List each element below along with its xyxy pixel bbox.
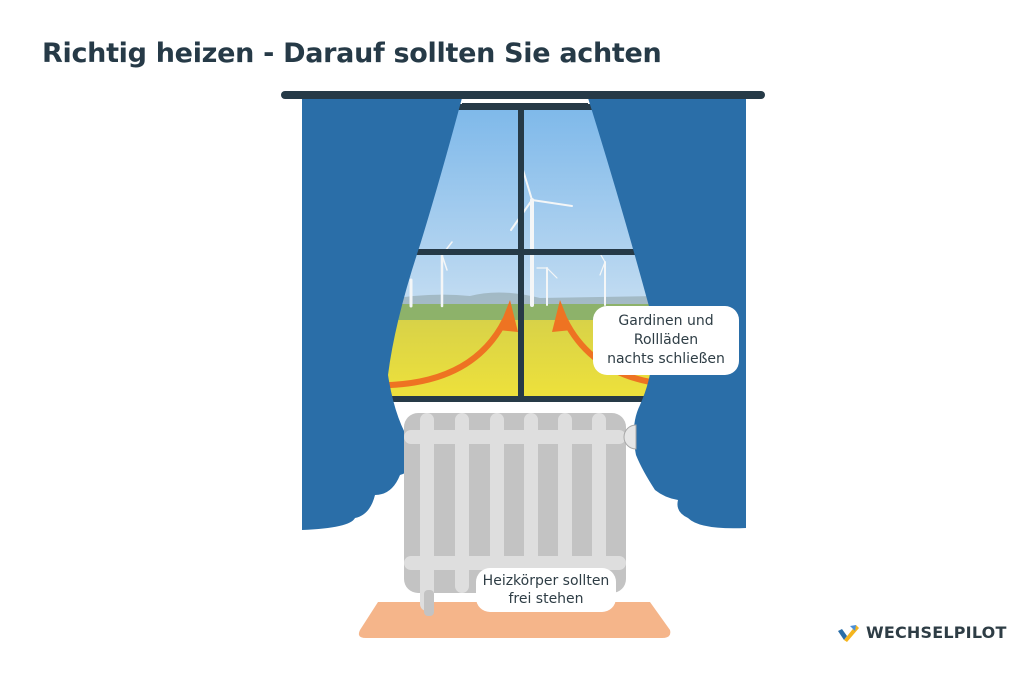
callout-line: Gardinen und (618, 313, 714, 329)
logo-text: WECHSELPILOT (866, 622, 1007, 642)
callout-line: frei stehen (508, 591, 584, 607)
thermostat-knob (623, 424, 637, 450)
callout-line: Heizkörper sollten (482, 573, 610, 589)
checkmark-logo-icon (838, 625, 859, 642)
curtain-rod (281, 91, 765, 99)
page-title: Richtig heizen - Darauf sollten Sie acht… (42, 38, 662, 69)
callout-radiator-free: Heizkörper sollten frei stehen (476, 568, 616, 612)
left-curtain (302, 98, 462, 530)
wechselpilot-logo: WECHSELPILOT (836, 622, 1007, 642)
window-frame (380, 103, 664, 402)
callout-line: nachts schließen (607, 351, 725, 367)
callout-close-curtains: Gardinen und Rollläden nachts schließen (593, 306, 739, 375)
radiator (404, 413, 637, 616)
callout-line: Rollläden (633, 332, 699, 348)
